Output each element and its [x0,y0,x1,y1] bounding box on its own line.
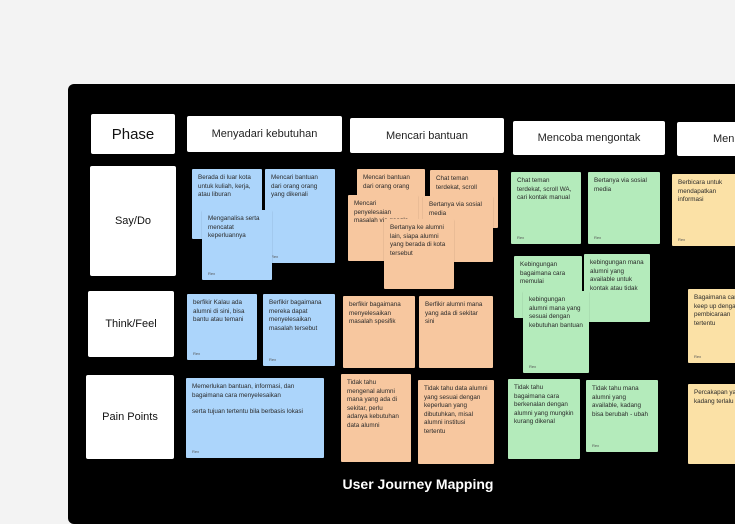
sticky-note[interactable]: Bertanya ke alumni lain, siapa alumni ya… [384,219,454,289]
sticky-note[interactable]: kebingungan alumni mana yang sesuai deng… [523,291,589,373]
board-title: User Journey Mapping [342,476,494,492]
note-text: kebingungan mana alumni yang available u… [590,259,644,292]
note-author: Rex [269,356,277,362]
note-text: berfikir bagaimana menyelesaikan masalah… [349,301,401,325]
note-author: Rex [271,253,279,259]
stage-header-next: Men [677,122,735,156]
note-text: Tidak tahu data alumni yang sesuai denga… [424,385,488,435]
sticky-note[interactable]: Percakapan yang kadang terlalu [688,384,735,464]
note-author: Rex [694,353,702,359]
note-text: Kebingungan bagaimana cara memulai [520,261,566,285]
note-text: Berada di luar kota untuk kuliah, kerja,… [198,174,251,198]
note-author: Rex [529,363,537,369]
row-label-think-feel: Think/Feel [88,291,174,357]
note-text: Tidak tahu bagaimana cara berkenalan den… [514,384,574,425]
stage-header-menyadari-kebutuhan: Menyadari kebutuhan [187,116,342,152]
sticky-note[interactable]: Memerlukan bantuan, informasi, dan bagai… [186,378,324,458]
note-text: Bertanya ke alumni lain, siapa alumni ya… [390,224,446,257]
row-label-pain-points: Pain Points [86,375,174,459]
note-text: Bertanya via sosial media [594,177,647,193]
sticky-note[interactable]: Tidak tahu mengenal alumni mana yang ada… [341,374,411,462]
stage-header-mencoba-mengontak: Mencoba mengontak [513,121,665,155]
note-author: Rex [517,234,525,240]
note-author: Rex [592,442,600,448]
note-text: Mencari bantuan dari orang orang yang di… [271,174,318,198]
sticky-note[interactable]: berfikir bagaimana menyelesaikan masalah… [343,296,415,368]
note-text: Mencari bantuan dari orang orang [363,174,410,190]
note-text: Bertanya via sosial media [429,201,482,217]
sticky-note[interactable]: Bagaimana cara keep up dengan pembicaraa… [688,289,735,363]
note-text: Chat teman terdekat, scroll [436,175,477,191]
sticky-note[interactable]: Chat teman terdekat, scroll WA, cari kon… [511,172,581,244]
note-author: Rex [193,350,201,356]
sticky-note[interactable]: Menganalisa serta mencatat keperluannya … [202,210,272,280]
note-text: Memerlukan bantuan, informasi, dan bagai… [192,383,295,399]
sticky-note[interactable]: Tidak tahu data alumni yang sesuai denga… [418,380,494,464]
note-author: Rex [594,234,602,240]
note-text: Percakapan yang kadang terlalu [694,389,735,405]
sticky-note[interactable]: kebingungan mana alumni yang available u… [584,254,650,322]
row-label-phase: Phase [91,114,175,154]
note-author: Rex [208,270,216,276]
note-text: kebingungan alumni mana yang sesuai deng… [529,296,583,329]
note-text: serta tujuan tertentu bila berbasis loka… [192,408,303,415]
sticky-note[interactable]: Tidak tahu mana alumni yang available, k… [586,380,658,452]
note-text: Berbicara untuk mendapatkan informasi [678,179,723,203]
note-text: Berfikir alumni mana yang ada di sekitar… [425,301,483,325]
note-text: Tidak tahu mengenal alumni mana yang ada… [347,379,399,429]
note-text: Menganalisa serta mencatat keperluannya [208,215,260,239]
sticky-note[interactable]: Berfikir bagaimana mereka dapat menyeles… [263,294,335,366]
sticky-note[interactable]: Berbicara untuk mendapatkan informasi Re… [672,174,735,246]
sticky-note[interactable]: berfikir Kalau ada alumni di sini, bisa … [187,294,257,360]
note-text: Bagaimana cara keep up dengan pembicaraa… [694,294,735,327]
note-author: Rex [192,448,200,454]
stage-header-mencari-bantuan: Mencari bantuan [350,118,504,153]
note-text: Tidak tahu mana alumni yang available, k… [592,385,649,418]
note-text: Chat teman terdekat, scroll WA, cari kon… [517,177,572,201]
row-label-say-do: Say/Do [90,166,176,276]
sticky-note[interactable]: Mencari bantuan dari orang orang yang di… [265,169,335,263]
note-author: Rex [678,236,686,242]
sticky-note[interactable]: Berfikir alumni mana yang ada di sekitar… [419,296,493,368]
note-text: berfikir Kalau ada alumni di sini, bisa … [193,299,245,323]
note-text: Berfikir bagaimana mereka dapat menyeles… [269,299,322,332]
sticky-note[interactable]: Tidak tahu bagaimana cara berkenalan den… [508,379,580,459]
note-text: Mencari penyelesaian masalah via google [354,200,409,224]
sticky-note[interactable]: Bertanya via sosial media Rex [588,172,660,244]
journey-board: Phase Say/Do Think/Feel Pain Points Meny… [68,84,735,524]
